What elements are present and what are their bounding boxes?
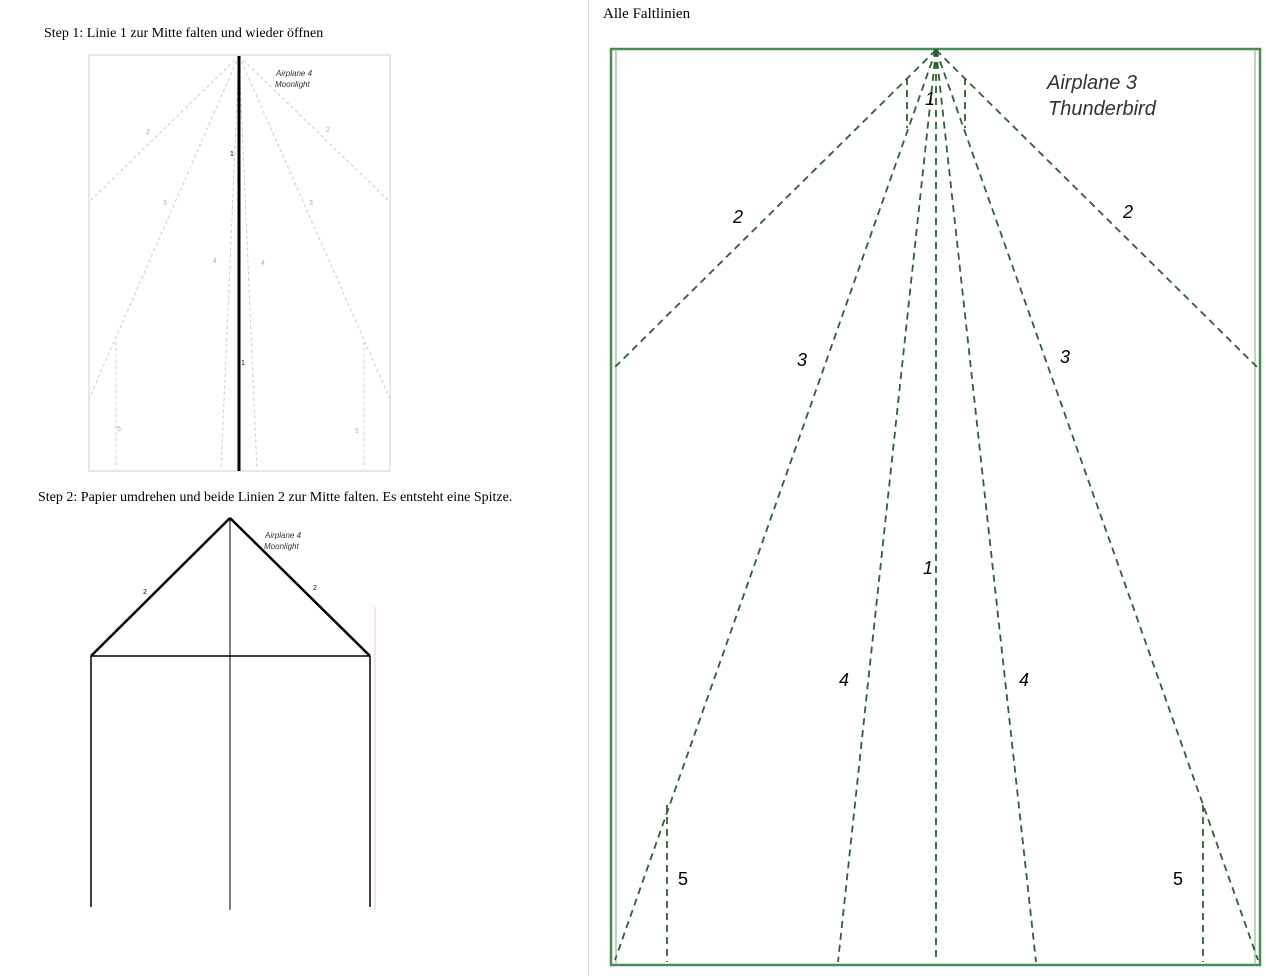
all-number-5-right: 5 (1173, 869, 1183, 889)
step2-fold-2-left (90, 517, 231, 657)
step1-number-3-left: 3 (163, 200, 167, 207)
all-apex-point (933, 49, 939, 55)
step1-fold-4-right (238, 55, 258, 470)
step2-sheet-title-2: Moonlight (264, 542, 299, 551)
all-fold-4-left (837, 49, 937, 963)
step1-number-1-top: 1 (230, 151, 234, 158)
all-fold-2-right (935, 49, 1261, 371)
step2-number-2-left: 2 (143, 589, 147, 596)
step1-number-5-left: 5 (117, 426, 121, 433)
all-number-3-right: 3 (1060, 347, 1070, 367)
step1-number-1-bottom: 1 (241, 360, 245, 367)
all-fold-lines-diagram: Airplane 3 Thunderbird 1 1 2 2 3 3 4 4 5… (609, 47, 1262, 967)
all-number-5-left: 5 (678, 869, 688, 889)
all-fold-2-left (611, 49, 937, 371)
all-number-3-left: 3 (797, 350, 807, 370)
step2-diagram: Airplane 4 Moonlight 2 2 (90, 517, 376, 910)
step1-diagram: Airplane 4 Moonlight 2 2 3 3 4 4 5 5 1 1 (88, 54, 391, 472)
all-fold-3-left (614, 49, 937, 961)
step1-fold-2-left (88, 55, 240, 203)
all-fold-4-right (935, 49, 1037, 963)
step1-fold-2-right (238, 55, 391, 203)
all-fold-3-right (935, 49, 1259, 961)
step1-fold-3-right (238, 55, 391, 400)
step1-number-3-right: 3 (309, 200, 313, 207)
step1-sheet-title-1: Airplane 4 (275, 69, 313, 78)
step1-fold-3-left (88, 55, 240, 400)
step1-number-2-left: 2 (146, 129, 150, 136)
all-number-2-right: 2 (1122, 202, 1133, 222)
step1-number-4-right: 4 (261, 260, 265, 267)
all-sheet-outline (609, 47, 1262, 967)
step1-instruction: Step 1: Linie 1 zur Mitte falten und wie… (44, 26, 324, 41)
all-fold-lines-heading: Alle Faltlinien (603, 6, 691, 22)
all-number-2-left: 2 (732, 207, 743, 227)
step1-number-5-right: 5 (355, 428, 359, 435)
step2-instruction: Step 2: Papier umdrehen und beide Linien… (38, 490, 513, 505)
all-sheet-title-1: Airplane 3 (1046, 72, 1137, 94)
step1-sheet-title-2: Moonlight (275, 80, 310, 89)
step1-fold-4-left (220, 55, 240, 470)
step2-number-2-right: 2 (313, 585, 317, 592)
step2-sheet-title-1: Airplane 4 (264, 531, 302, 540)
all-number-1-top: 1 (925, 89, 935, 109)
column-divider (588, 0, 589, 976)
step1-number-4-left: 4 (213, 258, 217, 265)
step2-fold-2-right (229, 517, 371, 657)
all-number-4-right: 4 (1019, 670, 1029, 690)
all-number-4-left: 4 (839, 670, 849, 690)
step1-number-2-right: 2 (326, 127, 330, 134)
all-number-1-mid: 1 (923, 558, 933, 578)
all-sheet-title-2: Thunderbird (1048, 98, 1157, 120)
